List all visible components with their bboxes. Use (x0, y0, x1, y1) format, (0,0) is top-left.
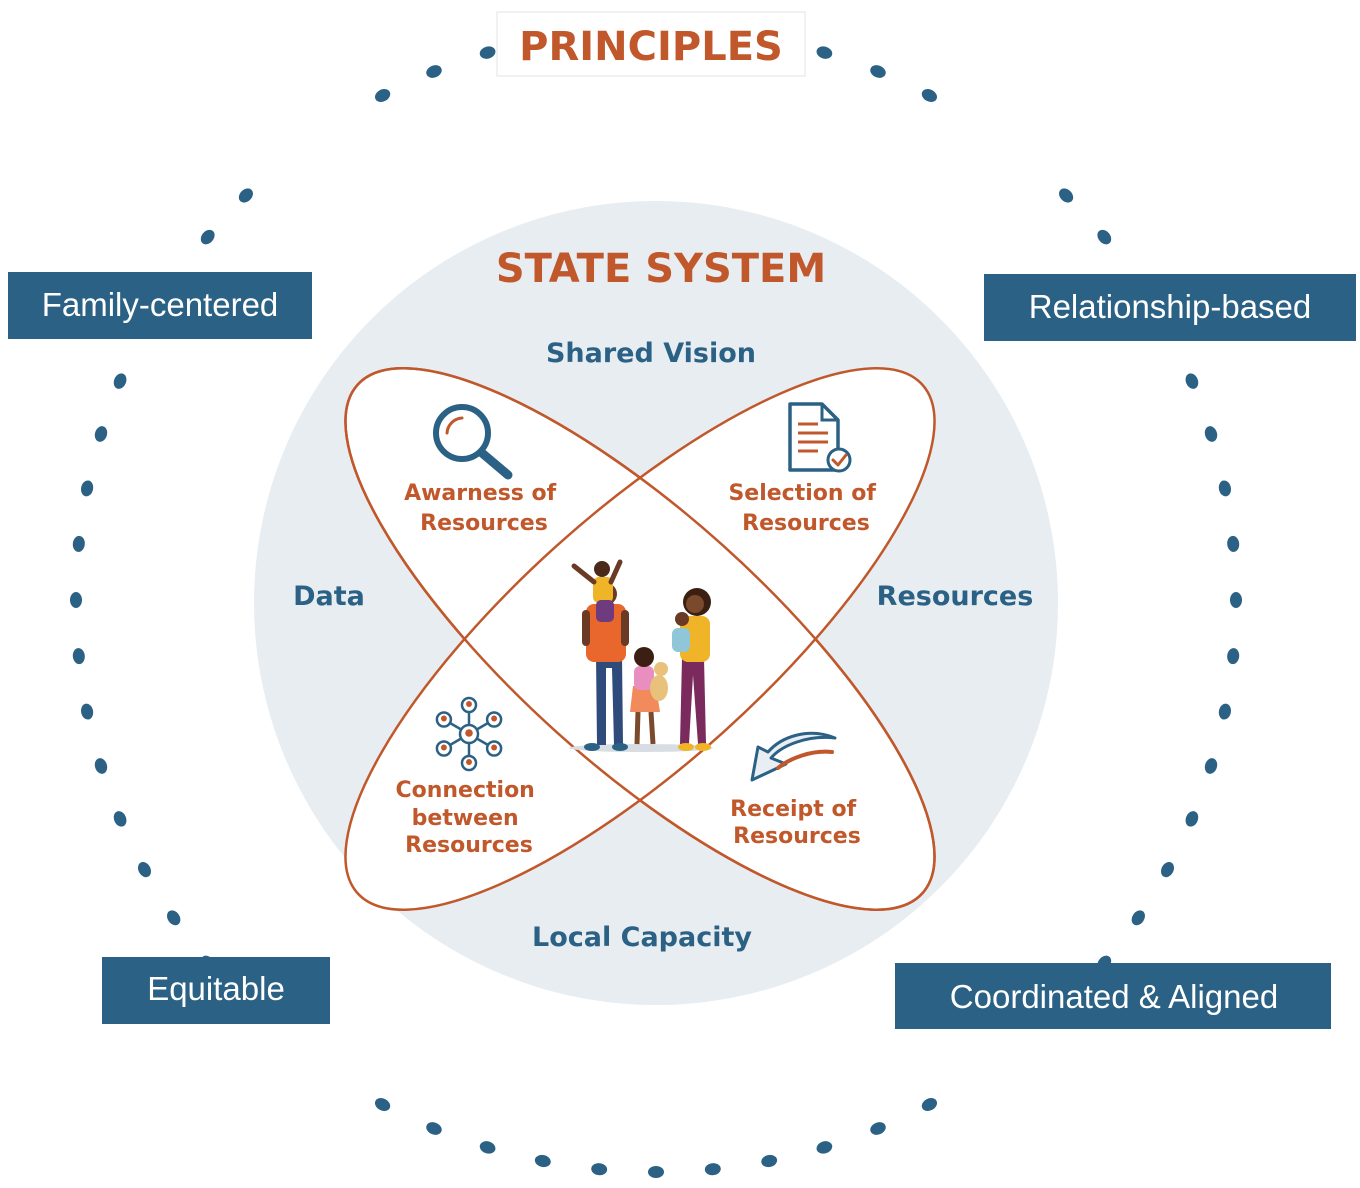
ring-dot (870, 65, 886, 78)
ring-dot (816, 46, 833, 59)
ring-dot (138, 861, 151, 878)
ring-dot (1059, 188, 1074, 203)
ring-dot (1204, 758, 1218, 774)
ring-dot (1185, 811, 1199, 827)
network-people-icon (435, 696, 503, 772)
ring-dot (921, 1098, 938, 1111)
ring-dot (113, 811, 127, 827)
principle-relationship-based: Relationship-based (984, 274, 1356, 341)
ring-dot (200, 229, 215, 245)
principle-family-centered-label: Family-centered (42, 286, 279, 323)
principle-coordinated-aligned: Coordinated & Aligned (895, 963, 1331, 1029)
ring-dot (479, 1141, 496, 1154)
ring-dot (591, 1163, 608, 1176)
ring-dot (72, 648, 85, 665)
principle-relationship-based-label: Relationship-based (1029, 288, 1312, 325)
principle-equitable-label: Equitable (147, 970, 285, 1007)
ring-dot (94, 758, 108, 774)
ring-dot (374, 89, 391, 102)
ellipse-selection-connection (344, 367, 936, 911)
stage-selection-label: Selection of Resources (728, 481, 883, 536)
ring-dot (81, 480, 94, 497)
document-check-icon (788, 402, 852, 473)
principles-title-box: PRINCIPLES (496, 11, 806, 77)
curved-arrow-icon (750, 731, 837, 782)
state-system-title: STATE SYSTEM (496, 246, 826, 292)
pillar-data: Data (293, 581, 365, 612)
ring-dot (648, 1166, 664, 1178)
ring-dot (1227, 648, 1240, 665)
ring-dot (761, 1154, 778, 1168)
ring-dot (534, 1154, 551, 1168)
principles-title: PRINCIPLES (519, 24, 783, 70)
ring-dot (1097, 229, 1112, 245)
ring-dot (1218, 480, 1231, 497)
ring-dot (1230, 592, 1242, 608)
pillar-shared-vision: Shared Vision (546, 338, 756, 369)
stage-receipt-label: Receipt of Resources (730, 797, 864, 849)
family-illustration (569, 559, 713, 752)
stage-awareness-label: Awarness of Resources (404, 481, 564, 536)
principle-coordinated-aligned-label: Coordinated & Aligned (950, 978, 1278, 1015)
ring-dot (426, 1122, 442, 1135)
ring-dot (921, 89, 938, 102)
ring-dot (1204, 426, 1218, 442)
magnifying-glass-icon (433, 404, 513, 480)
ring-dot (1227, 535, 1240, 552)
ring-dot (238, 188, 253, 203)
pillar-resources: Resources (877, 581, 1034, 612)
ring-dot (1161, 861, 1174, 878)
pillar-local-capacity: Local Capacity (532, 922, 752, 953)
ring-dot (81, 703, 94, 720)
ring-dot (704, 1163, 721, 1176)
ring-dot (870, 1122, 886, 1135)
ring-dot (1218, 703, 1231, 720)
ring-dot (94, 426, 108, 442)
ring-dot (479, 46, 496, 59)
stage-connection-label: Connection between Resources (395, 778, 542, 858)
ring-dot (426, 65, 442, 78)
ring-dot (72, 535, 85, 552)
ring-dot (113, 373, 127, 389)
ring-dot (70, 592, 82, 608)
ring-dot (167, 910, 181, 926)
ring-dot (816, 1141, 833, 1154)
principle-equitable: Equitable (102, 957, 330, 1024)
crossing-ellipses (344, 367, 936, 911)
ring-dot (1131, 910, 1145, 926)
ring-dot (1185, 373, 1199, 389)
principle-family-centered: Family-centered (8, 272, 312, 339)
ring-dot (374, 1098, 391, 1111)
